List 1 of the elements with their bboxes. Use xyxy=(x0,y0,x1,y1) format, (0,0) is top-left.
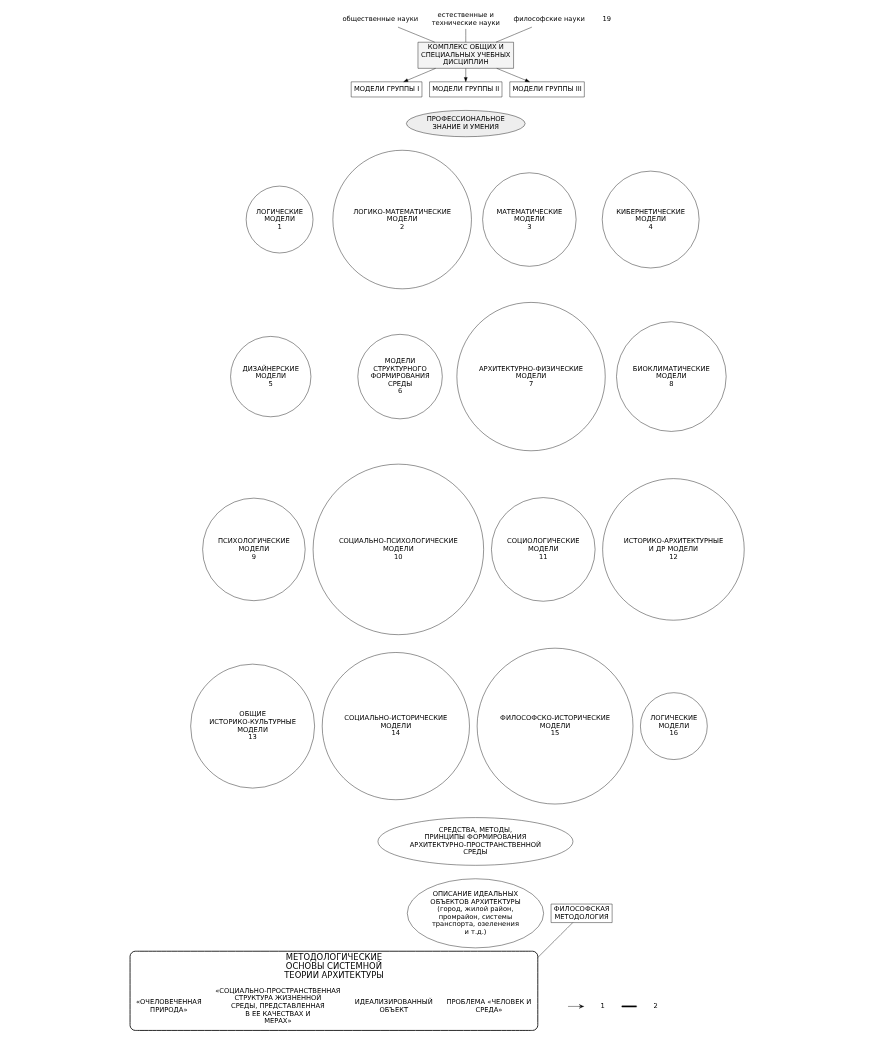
arrow xyxy=(464,68,468,82)
